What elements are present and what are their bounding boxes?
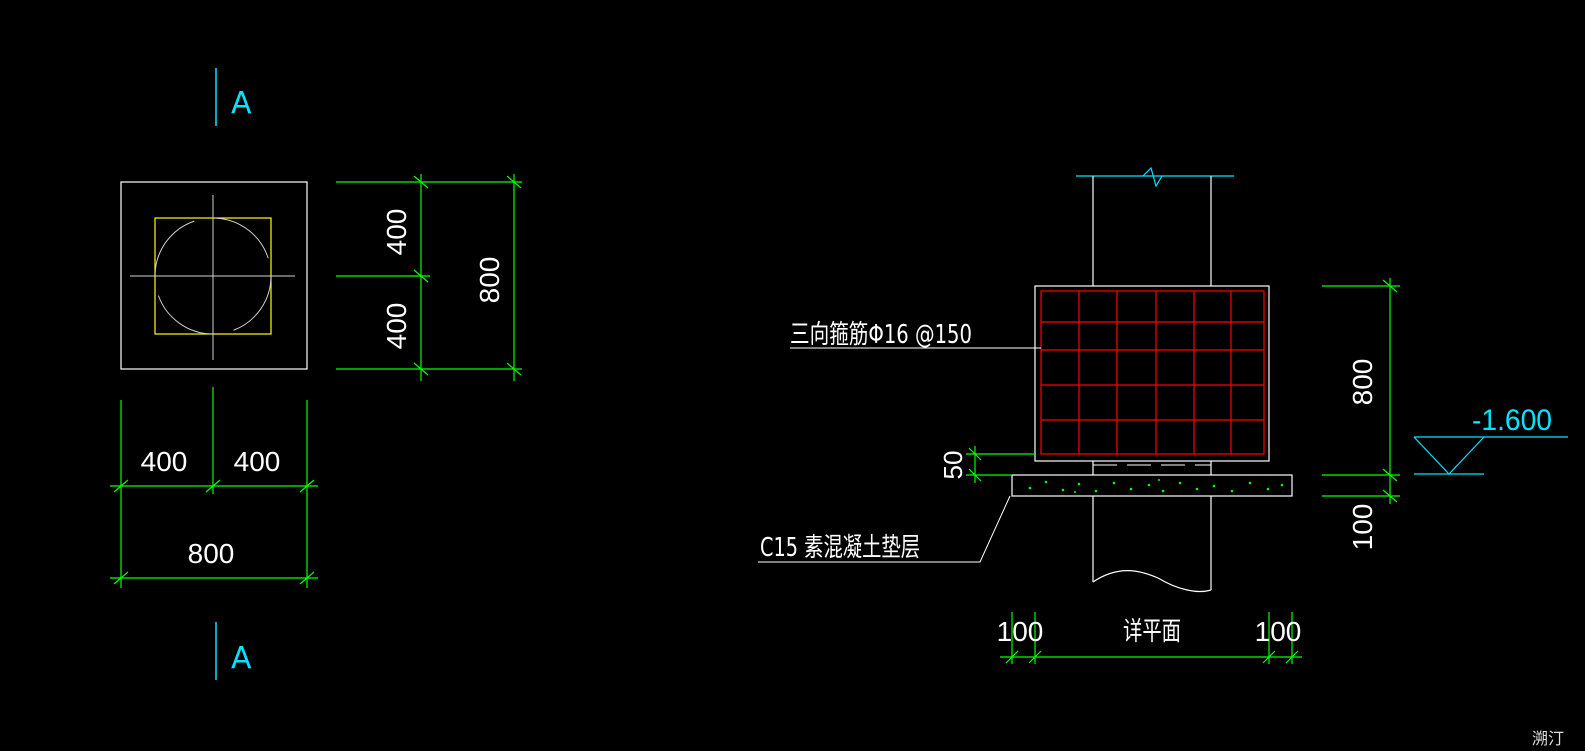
pile-cap-outline (1034, 285, 1270, 462)
section-mark-bottom: A (231, 641, 252, 676)
rebar-label: 三向箍筋Φ16 @150 (790, 320, 972, 350)
cushion-hatch (1028, 479, 1284, 493)
elevation-label: -1.600 (1472, 404, 1552, 437)
plan-vertical-dimensions (336, 174, 522, 381)
section-dim-left: 100 (997, 616, 1044, 647)
plan-dim-vertical-upper: 400 (381, 209, 412, 256)
section-dim-cushion: 100 (1347, 504, 1378, 551)
corner-watermark-text: 溯汀 (1532, 729, 1564, 748)
rebar-grid (1040, 290, 1265, 455)
plan-dim-horizontal-right: 400 (234, 446, 281, 477)
cushion-layer (1011, 474, 1293, 497)
cushion-label: C15 素混凝土垫层 (760, 533, 920, 563)
section-dim-right: 100 (1255, 616, 1302, 647)
section-dim-center-text: 详平面 (1123, 617, 1181, 647)
plan-dim-horizontal-left: 400 (141, 446, 188, 477)
plan-dim-vertical-lower: 400 (381, 303, 412, 350)
cushion-leader (758, 495, 1011, 563)
plan-view: A A 400 400 800 (110, 68, 522, 680)
section-view: 三向箍筋Φ16 @150 C15 素混凝土垫层 50 800 100 (758, 166, 1568, 664)
plan-horizontal-dimensions (110, 387, 318, 588)
pile-break-curve (1092, 570, 1212, 593)
plan-dim-vertical-total: 800 (474, 257, 505, 304)
section-mark-top: A (231, 86, 252, 121)
section-dim-cover: 50 (938, 451, 968, 480)
section-dim-height: 800 (1347, 359, 1378, 406)
break-symbol (1142, 166, 1163, 188)
pad-outline (120, 181, 308, 370)
plan-dim-horizontal-total: 800 (188, 538, 235, 569)
